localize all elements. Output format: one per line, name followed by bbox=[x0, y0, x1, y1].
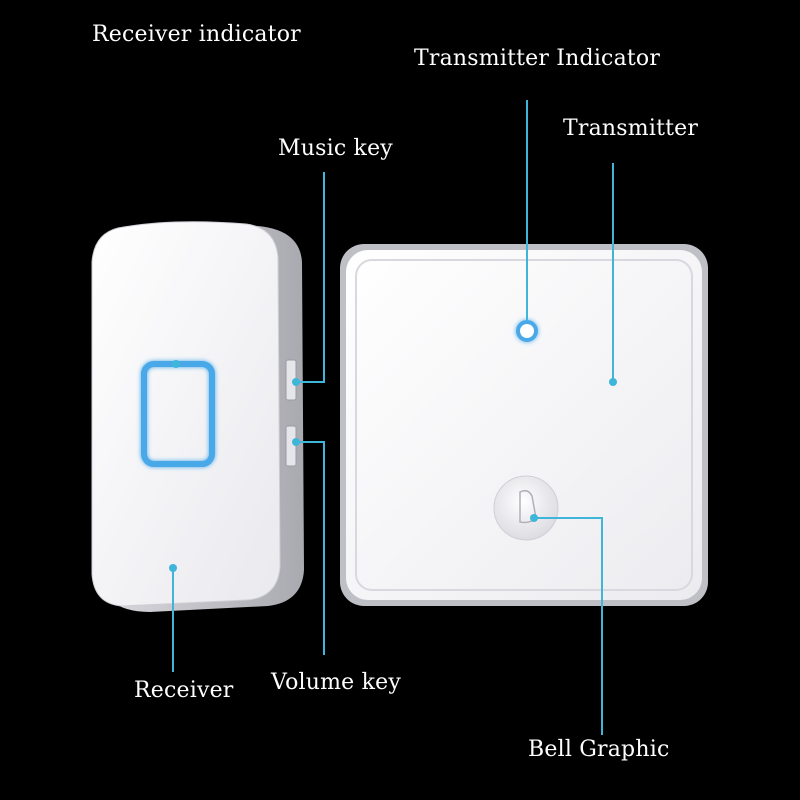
volume-key-label: Volume key bbox=[271, 670, 401, 695]
transmitter-dot bbox=[609, 378, 617, 386]
bell-graphic-dot bbox=[530, 514, 538, 522]
receiver-dot bbox=[169, 564, 177, 572]
transmitter-label: Transmitter bbox=[563, 116, 699, 141]
callouts bbox=[172, 100, 614, 735]
receiver-device bbox=[91, 221, 304, 612]
bell-button bbox=[493, 475, 559, 541]
music-key-callout bbox=[296, 172, 325, 383]
music-key-dot bbox=[292, 378, 300, 386]
transmitter-indicator-label: Transmitter Indicator bbox=[414, 46, 661, 71]
callout-dots bbox=[169, 360, 617, 572]
transmitter-face bbox=[346, 250, 702, 600]
volume-key-callout bbox=[296, 441, 325, 655]
volume-key-dot bbox=[292, 438, 300, 446]
music-key-label: Music key bbox=[278, 136, 393, 161]
receiver-label: Receiver bbox=[134, 678, 234, 703]
receiver-face bbox=[91, 221, 281, 607]
receiver-indicator-label: Receiver indicator bbox=[92, 22, 301, 47]
transmitter-inner-border bbox=[355, 259, 693, 591]
transmitter-device bbox=[340, 244, 708, 606]
bell-graphic-callout bbox=[534, 517, 603, 735]
volume-key-button bbox=[285, 425, 297, 467]
transmitter-indicator-light bbox=[516, 320, 538, 342]
bell-graphic-label: Bell Graphic bbox=[528, 737, 670, 762]
receiver-indicator-dot bbox=[172, 360, 180, 368]
